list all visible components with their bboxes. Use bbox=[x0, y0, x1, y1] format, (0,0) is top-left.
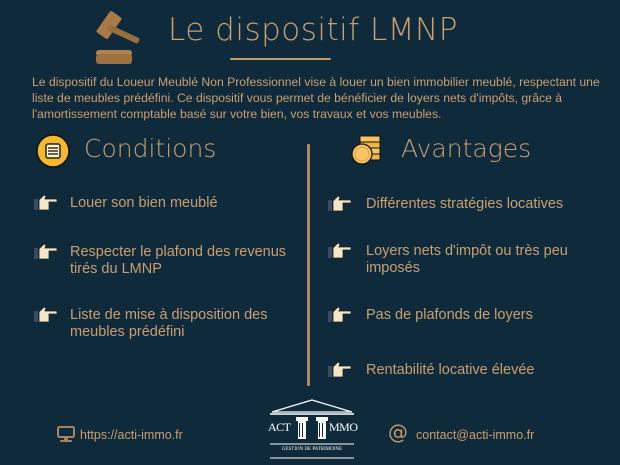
checklist-icon bbox=[36, 134, 70, 168]
conditions-title: Conditions bbox=[84, 134, 217, 163]
pointing-hand-icon bbox=[34, 243, 58, 260]
website-link[interactable]: https://acti-immo.fr bbox=[80, 428, 183, 442]
logo-right-text: MMO bbox=[329, 420, 358, 434]
monitor-icon bbox=[57, 426, 75, 442]
logo-left-text: ACT bbox=[268, 420, 291, 434]
pointing-hand-icon bbox=[34, 306, 58, 323]
column-divider bbox=[307, 144, 310, 386]
avantage-item: Pas de plafonds de loyers bbox=[328, 306, 618, 324]
page-title: Le dispositif LMNP bbox=[168, 12, 458, 48]
gavel-icon bbox=[96, 11, 140, 64]
condition-item: Louer son bien meublé bbox=[34, 194, 304, 212]
logo-tagline: GESTION DE PATRIMOINE bbox=[281, 447, 343, 452]
pointing-hand-icon bbox=[328, 242, 352, 259]
coins-icon bbox=[351, 135, 381, 165]
pointing-hand-icon bbox=[328, 306, 352, 323]
avantage-item: Différentes stratégies locatives bbox=[328, 195, 618, 213]
pointing-hand-icon bbox=[34, 194, 58, 211]
condition-item: Respecter le plafond des revenus tirés d… bbox=[34, 243, 304, 278]
intro-paragraph: Le dispositif du Loueur Meublé Non Profe… bbox=[32, 75, 600, 121]
condition-item: Liste de mise à disposition des meubles … bbox=[34, 306, 304, 341]
pointing-hand-icon bbox=[328, 361, 352, 378]
avantages-title: Avantages bbox=[401, 134, 532, 163]
email-link[interactable]: contact@acti-immo.fr bbox=[416, 428, 535, 442]
avantage-item: Rentabilité locative élevée bbox=[328, 361, 618, 379]
pointing-hand-icon bbox=[328, 195, 352, 212]
at-icon: @ bbox=[388, 420, 408, 444]
avantage-item: Loyers nets d'impôt ou très peu imposés bbox=[328, 242, 618, 277]
acti-immo-logo bbox=[270, 399, 354, 459]
title-underline bbox=[230, 58, 331, 60]
